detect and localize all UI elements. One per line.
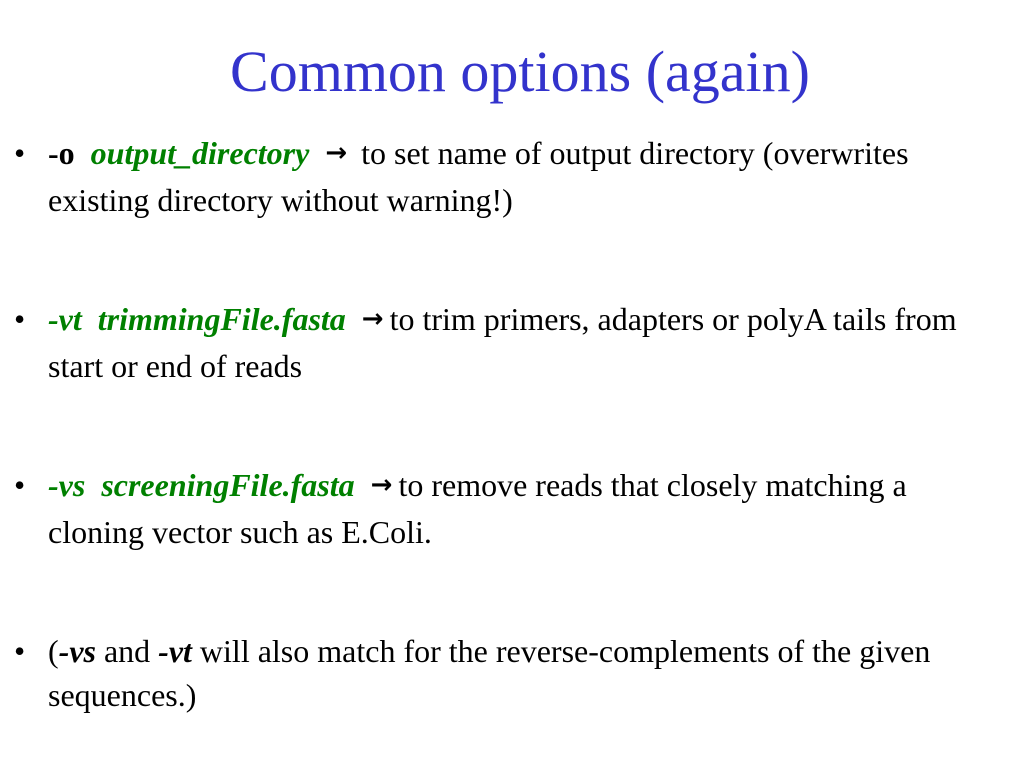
- note-description: will also match for the reverse-compleme…: [48, 633, 931, 713]
- right-arrow-icon: →: [325, 138, 348, 168]
- right-arrow-icon: →: [361, 304, 384, 334]
- option-description: to remove reads that closely matching a …: [48, 467, 907, 550]
- bullet-list: • -o output_directory → to set name of o…: [14, 131, 1004, 717]
- option-flag-vt: -vt: [158, 633, 192, 669]
- bullet-icon: •: [14, 301, 26, 337]
- option-argument: trimmingFile.fasta: [97, 301, 346, 337]
- option-flag-vs: -vs: [58, 633, 96, 669]
- option-argument: output_directory: [90, 135, 310, 171]
- bullet-item-screening-file: • -vs screeningFile.fasta →to remove rea…: [14, 463, 1004, 554]
- right-arrow-icon: →: [370, 470, 393, 500]
- option-description: to set name of output directory (overwri…: [48, 135, 909, 218]
- option-flag-dash: -: [48, 467, 59, 503]
- option-description: to trim primers, adapters or polyA tails…: [48, 301, 957, 384]
- option-flag: vs: [58, 467, 86, 503]
- option-argument: screeningFile.fasta: [101, 467, 355, 503]
- option-flag: -o: [48, 135, 75, 171]
- open-paren: (: [48, 633, 59, 669]
- bullet-item-reverse-complement-note: • (-vs and -vt will also match for the r…: [14, 629, 1004, 717]
- bullet-icon: •: [14, 633, 26, 669]
- connector-word: and: [103, 633, 151, 669]
- option-flag-dash: -: [48, 301, 59, 337]
- slide-title: Common options (again): [230, 39, 810, 104]
- bullet-icon: •: [14, 467, 26, 503]
- bullet-icon: •: [14, 135, 26, 171]
- bullet-item-trimming-file: • -vt trimmingFile.fasta →to trim primer…: [14, 297, 1004, 388]
- option-flag: vt: [58, 301, 82, 337]
- bullet-item-output-directory: • -o output_directory → to set name of o…: [14, 131, 1004, 222]
